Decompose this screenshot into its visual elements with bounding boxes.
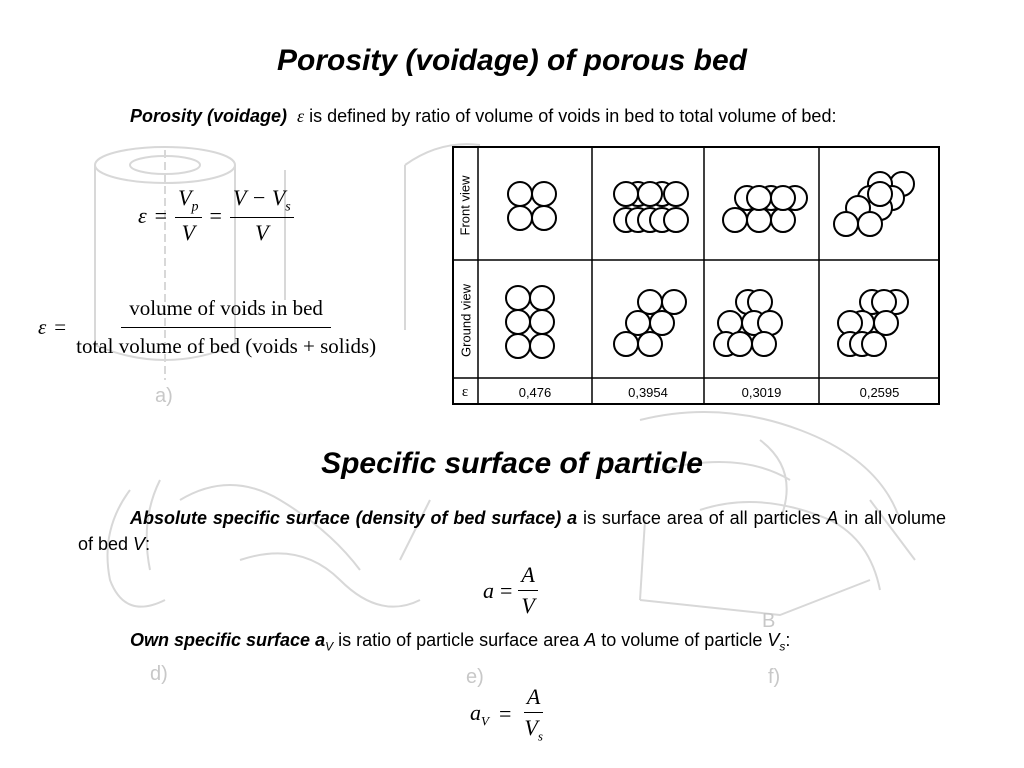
porosity-term: Porosity (voidage) bbox=[130, 106, 288, 126]
epsilon-value-4: 0,2595 bbox=[859, 385, 900, 400]
figure-label-a: a) bbox=[155, 385, 173, 407]
figure-label-e: e) bbox=[466, 666, 484, 688]
specific-text2: in all volume of bed bbox=[78, 508, 947, 554]
eq3-lhs: a bbox=[483, 577, 494, 603]
sphere bbox=[505, 285, 531, 311]
eq2-num: volume of voids in bed bbox=[121, 296, 331, 328]
page-title: Porosity (voidage) of porous bed bbox=[276, 44, 748, 77]
sphere bbox=[505, 333, 531, 359]
own-text2: to volume of particle bbox=[596, 630, 768, 650]
sphere bbox=[746, 185, 772, 211]
sphere bbox=[637, 181, 663, 207]
sphere bbox=[613, 181, 639, 207]
specific-term: Absolute specific surface (density of be… bbox=[130, 508, 578, 528]
sphere bbox=[873, 310, 899, 336]
sphere bbox=[770, 185, 796, 211]
eq4-lhs: a bbox=[470, 699, 481, 725]
sphere bbox=[507, 181, 533, 207]
specific-surface-definition: Absolute specific surface (density of be… bbox=[78, 505, 946, 557]
own-Vs-sub: s bbox=[779, 639, 786, 654]
specific-surface-equation: a = A V bbox=[483, 562, 538, 619]
sphere bbox=[746, 207, 772, 233]
own-text3: : bbox=[785, 630, 791, 650]
section-title-specific-surface: Specific surface of particle bbox=[321, 447, 703, 480]
sphere bbox=[637, 289, 663, 315]
specific-text3: : bbox=[145, 534, 151, 554]
packing-table bbox=[452, 146, 940, 405]
eq4-lhs-sub: V bbox=[481, 712, 489, 728]
sphere bbox=[857, 211, 883, 237]
sphere bbox=[505, 309, 531, 335]
eq1-num1-sub: p bbox=[191, 199, 199, 215]
sphere bbox=[861, 331, 887, 357]
sphere bbox=[663, 181, 689, 207]
eq2-den: total volume of bed (voids + solids) bbox=[76, 334, 377, 358]
row-label-ground-view: Ground view bbox=[458, 284, 474, 357]
sphere bbox=[727, 331, 753, 357]
own-specific-surface-equation: aV = A Vs bbox=[470, 684, 544, 744]
epsilon-symbol: ε bbox=[297, 106, 305, 126]
eq3-den: V bbox=[521, 593, 535, 618]
porosity-text: is defined by ratio of volume of voids i… bbox=[304, 106, 837, 126]
own-term: Own specific surface a bbox=[130, 630, 326, 650]
figure-label-d: d) bbox=[150, 663, 168, 685]
own-term-sub: V bbox=[325, 639, 334, 654]
epsilon-value-1: 0,476 bbox=[518, 385, 552, 400]
eq4-den: V bbox=[524, 715, 538, 740]
sphere bbox=[867, 181, 893, 207]
eq1-lhs: ε bbox=[138, 202, 147, 228]
sphere bbox=[751, 331, 777, 357]
eq1-den2: V bbox=[255, 220, 269, 246]
figure-label-b: B bbox=[762, 610, 776, 632]
row-label-epsilon: ε bbox=[461, 384, 469, 400]
sphere bbox=[833, 211, 859, 237]
porosity-equation-1: ε = Vp V = V − Vs V bbox=[138, 185, 294, 246]
figure-label-f: f) bbox=[768, 666, 781, 688]
own-A: A bbox=[584, 630, 597, 650]
eq1-num1: V bbox=[178, 185, 192, 210]
sphere bbox=[613, 331, 639, 357]
eq1-den1: V bbox=[181, 220, 196, 246]
sphere bbox=[661, 289, 687, 315]
sphere bbox=[531, 181, 557, 207]
sphere bbox=[531, 205, 557, 231]
sphere bbox=[529, 333, 555, 359]
eq3-num: A bbox=[518, 562, 538, 591]
sphere bbox=[507, 205, 533, 231]
own-text1: is ratio of particle surface area bbox=[333, 630, 585, 650]
specific-A: A bbox=[826, 508, 839, 528]
eq1-num2: V − V bbox=[232, 185, 286, 210]
sphere bbox=[529, 309, 555, 335]
eq2-lhs: ε bbox=[38, 315, 47, 339]
sphere bbox=[722, 207, 748, 233]
eq4-den-sub: s bbox=[537, 728, 543, 744]
sphere bbox=[625, 310, 651, 336]
porosity-definition: Porosity (voidage) ε is defined by ratio… bbox=[78, 103, 946, 129]
table-border bbox=[452, 146, 940, 405]
sphere bbox=[637, 331, 663, 357]
epsilon-value-3: 0,3019 bbox=[741, 385, 782, 400]
specific-text1: is surface area of all particles bbox=[577, 508, 827, 528]
own-specific-surface-definition: Own specific surface aV is ratio of part… bbox=[78, 627, 946, 660]
specific-V: V bbox=[133, 534, 146, 554]
eq4-num: A bbox=[523, 684, 544, 713]
sphere bbox=[663, 207, 689, 233]
sphere bbox=[529, 285, 555, 311]
epsilon-value-2: 0,3954 bbox=[628, 385, 668, 400]
row-label-front-view: Front view bbox=[457, 175, 473, 236]
sphere bbox=[649, 310, 675, 336]
eq1-num2-sub: s bbox=[285, 199, 291, 215]
own-Vs: V bbox=[767, 630, 780, 650]
sphere bbox=[770, 207, 796, 233]
porosity-equation-2: ε = volume of voids in bed total volume … bbox=[38, 296, 377, 358]
